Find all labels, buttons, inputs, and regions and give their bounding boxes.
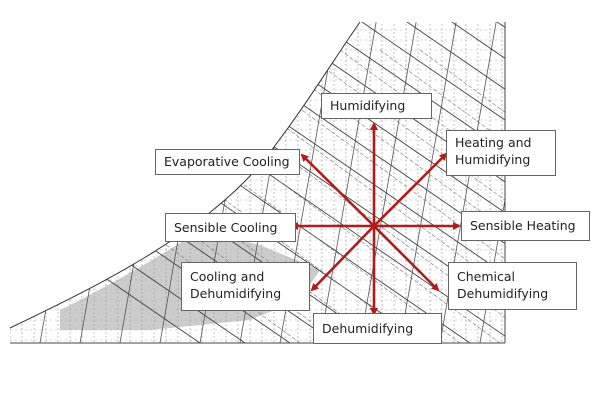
label-text: Chemical	[457, 269, 515, 284]
wet-bulb-line	[139, 49, 505, 343]
label-sensible-cooling: Sensible Cooling	[165, 213, 296, 242]
wet-bulb-line	[259, 49, 505, 343]
label-humidifying: Humidifying	[321, 93, 432, 119]
dry-bulb-slant	[10, 22, 21, 343]
label-text: Cooling and	[190, 269, 265, 284]
process-arrows	[290, 122, 461, 316]
saturation-curve	[9, 21, 361, 329]
wet-bulb-line	[219, 49, 505, 343]
enthalpy-line	[284, 22, 505, 343]
enthalpy-line	[10, 22, 246, 343]
enthalpy-line	[329, 22, 505, 343]
label-dehumidifying: Dehumidifying	[313, 313, 442, 344]
label-text: Heating and	[455, 135, 532, 150]
arrow-heating-humidifying	[373, 152, 448, 227]
wet-bulb-line	[99, 49, 501, 343]
label-text: Dehumidifying	[457, 286, 549, 301]
wet-bulb-line	[179, 49, 505, 343]
dry-bulb-slant	[10, 22, 61, 343]
label-evaporative-cooling: Evaporative Cooling	[155, 149, 300, 175]
dry-bulb-slant	[319, 22, 381, 343]
dry-bulb-slant	[39, 22, 101, 343]
enthalpy-line	[374, 22, 505, 343]
label-text: Sensible Heating	[470, 218, 576, 233]
enthalpy-line	[419, 22, 505, 343]
wet-bulb-line	[299, 49, 505, 343]
label-text: Humidifying	[455, 152, 531, 167]
arrow-chemical-dehumidifying	[373, 225, 440, 292]
label-text: Humidifying	[330, 98, 406, 113]
label-sensible-heating: Sensible Heating	[461, 211, 590, 241]
arrow-evaporative-cooling	[300, 153, 375, 227]
dry-bulb-slant	[359, 22, 421, 343]
label-text: Sensible Cooling	[174, 220, 278, 235]
label-text: Dehumidifying	[190, 286, 282, 301]
label-text: Dehumidifying	[322, 321, 414, 336]
arrow-cooling-dehumidifying	[310, 225, 375, 292]
enthalpy-line	[10, 22, 201, 343]
label-text: Evaporative Cooling	[164, 154, 290, 169]
wet-bulb-line	[59, 49, 461, 343]
